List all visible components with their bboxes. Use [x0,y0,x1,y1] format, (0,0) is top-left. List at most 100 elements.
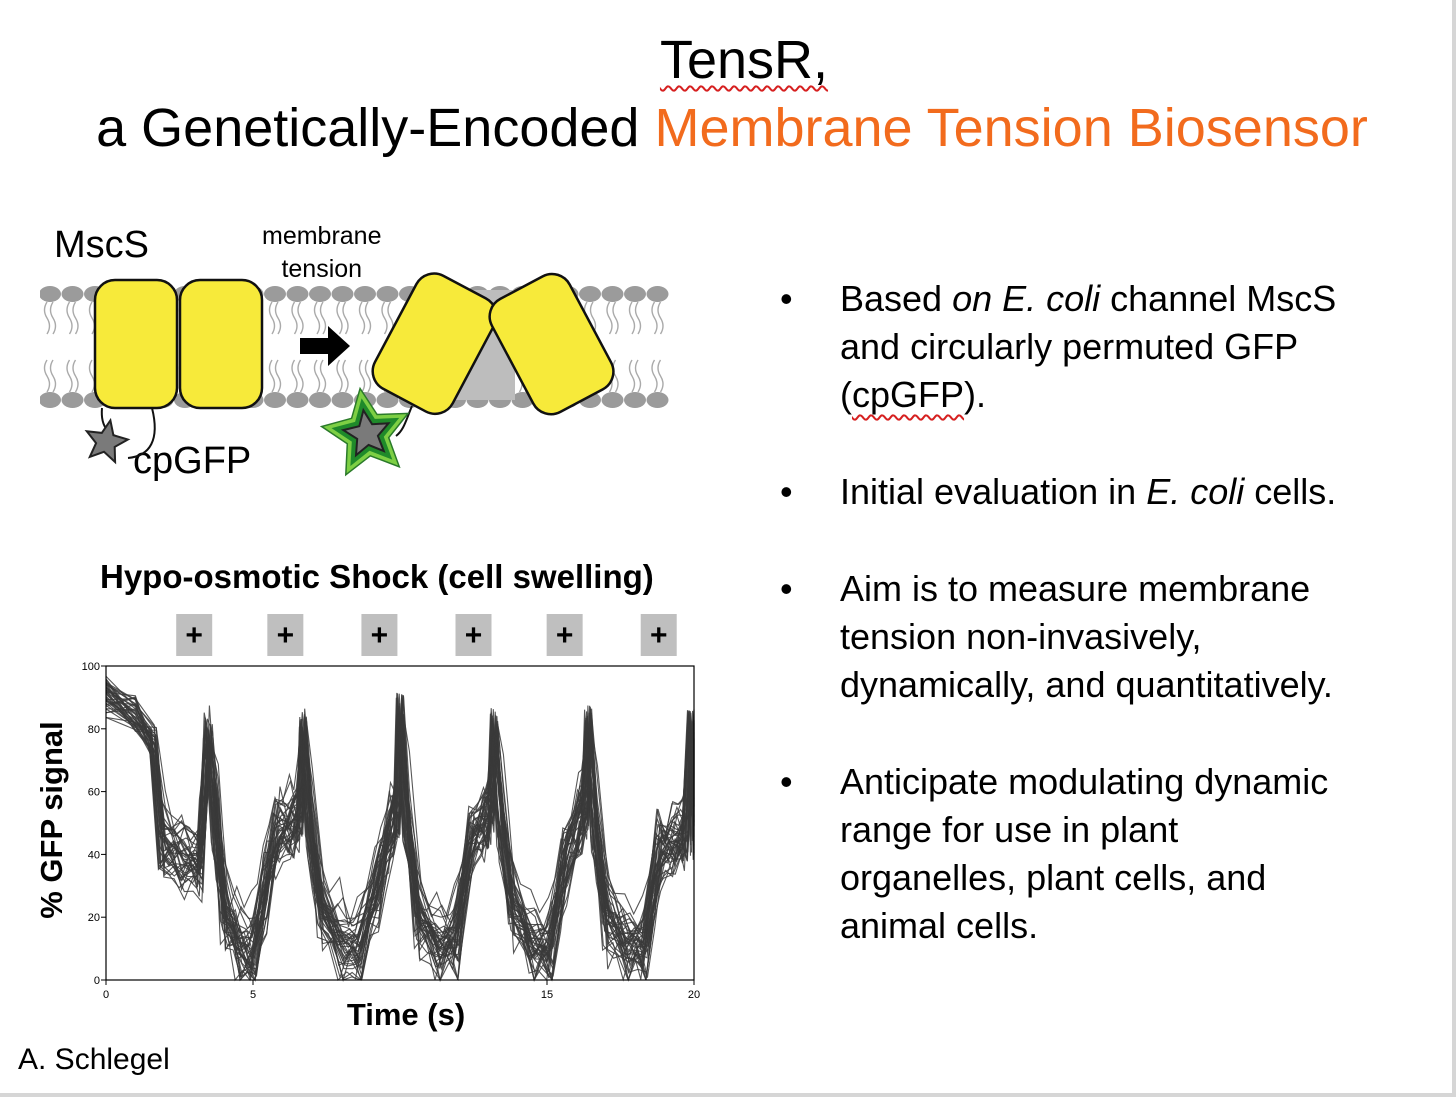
lipid-head [624,286,646,302]
stimulus-box [455,614,492,656]
lipid-head [309,286,331,302]
lipid-head [646,286,669,302]
tension-label-line-2: tension [281,255,363,283]
lipid-head [646,392,669,408]
cpgfp-label: cpGFP [133,440,252,482]
y-tick-label: 0 [94,975,100,987]
x-axis-label: Time (s) [347,997,465,1032]
b3-text-b: tension non-invasively, [840,616,1202,657]
stimulus-plus: + [465,619,483,652]
lipid-tail [268,301,282,335]
lipid-head [354,286,376,302]
lipid-head [624,392,646,408]
b1-text-c: channel MscS [1100,278,1337,319]
plot-frame [105,665,695,981]
lipid-tail [268,359,282,393]
stimulus-plus: + [277,619,295,652]
lipid-tail [628,359,642,393]
b4-text-a: Anticipate modulating dynamic [840,761,1329,802]
lipid-tail [651,301,664,335]
stimulus-markers: ++++++ [176,614,677,656]
lipid-head [61,392,84,408]
lipid-tail [291,359,304,393]
lipid-tail [291,301,304,335]
stimulus-plus: + [650,619,668,652]
channel-subunit-open-left [371,272,498,416]
lipid-tail [66,359,79,393]
trace-line [105,697,695,982]
trace-line [105,686,693,970]
gfp-star-dim-icon [84,417,131,465]
b1-text-f: cpGFP [852,374,965,415]
y-tick-label: 80 [88,724,100,736]
y-tick-label: 20 [88,912,100,924]
stimulus-box [361,614,398,656]
membrane-diagram [40,272,669,477]
lipid-tail [358,301,372,335]
b1-text-g: ). [964,374,987,415]
bullet-item-3: Aim is to measure membrane tension non-in… [780,565,1440,709]
tension-label-line-1: membrane [262,222,382,250]
b2-text-c: cells. [1244,471,1337,512]
lipid-head [331,286,354,302]
b1-text-d: and circularly permuted GFP [840,326,1299,367]
b1-text-a: Based [840,278,953,319]
lipid-head [601,392,624,408]
title-tensr: TensR, [659,30,829,90]
b3-text-c: dynamically, and quantitatively. [840,664,1333,705]
b3-text-a: Aim is to measure membrane [840,568,1311,609]
membrane-tension-label: membrane tension [262,220,382,286]
x-tick-label: 5 [250,989,256,1001]
lipid-tail [43,359,57,393]
trace-line [105,697,695,961]
bullet-item-4: Anticipate modulating dynamic range for u… [780,758,1440,950]
lipid-tail [66,301,79,335]
trace-line [105,689,695,943]
tether-closed-2 [127,407,156,459]
lipid-tail [358,359,372,393]
lipid-head [61,286,84,302]
stimulus-box [546,614,583,656]
lipid-head [579,286,601,302]
b4-text-c: organelles, plant cells, and [840,857,1267,898]
slide-title-line-1: TensR, [16,30,1456,90]
y-axis-label: % GFP signal [34,721,69,919]
lipid-head [601,286,624,302]
lipid-head [264,392,286,408]
channel-subunit-closed-left [93,278,179,410]
mscs-label: MscS [54,224,149,266]
channel-subunit-closed-right [178,278,264,410]
y-tick-label: 60 [88,787,100,799]
bullet-list: Based on E. coli channel MscS and circula… [780,275,1440,950]
y-tick-label: 100 [82,661,100,673]
lipid-head [376,392,399,408]
b2-text-a: Initial evaluation in [840,471,1147,512]
lipid-head [40,286,61,302]
chart-title: Hypo-osmotic Shock (cell swelling) [100,558,654,595]
x-tick-label: 20 [688,989,700,1001]
lipid-tail [606,301,619,335]
y-tick-label: 40 [88,849,100,861]
title-accent: Membrane Tension Biosensor [654,98,1368,158]
b1-text-b: on E. coli [952,278,1101,319]
lipid-tail [313,301,327,335]
author-text: A. Schlegel [18,1043,170,1076]
lipid-head [286,392,309,408]
trace-line [105,700,692,962]
lipid-head [264,286,286,302]
author-credit: A. Schlegel [18,1043,170,1077]
lipid-tail [43,301,57,335]
arrow-right-icon [300,326,350,366]
stimulus-box [176,614,213,656]
tether-open [395,405,413,437]
x-tick-label: 0 [103,989,109,1001]
lipid-head [286,286,309,302]
lipid-head [309,392,331,408]
lipid-tail [628,301,642,335]
b4-text-b: range for use in plant [840,809,1179,850]
stimulus-plus: + [371,619,389,652]
gfp-star-bright-icon [340,407,391,458]
